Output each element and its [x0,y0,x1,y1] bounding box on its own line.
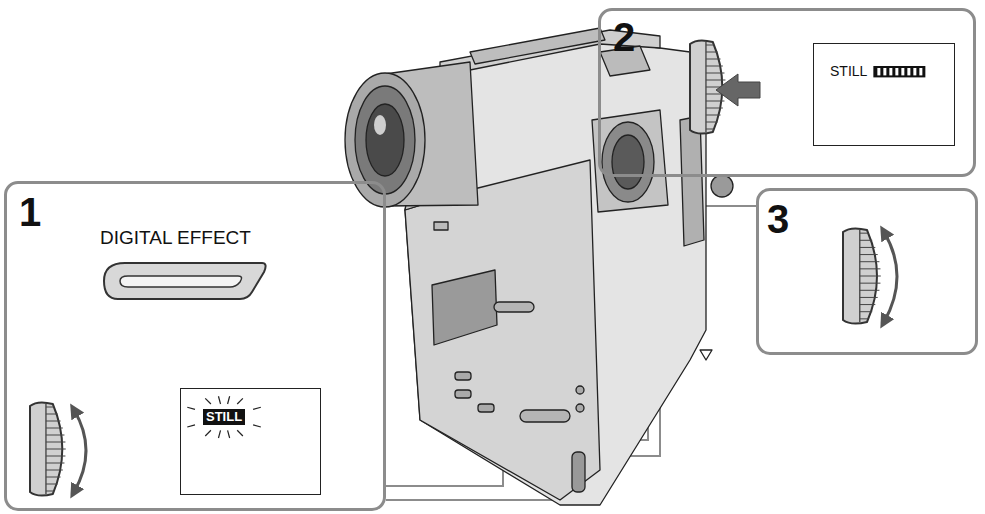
camcorder [345,28,733,505]
control-dial [843,228,881,323]
step-number: 3 [767,197,789,241]
button-label: DIGITAL EFFECT [100,228,251,249]
screen-indicator: STILL [830,64,867,79]
step-number: 2 [613,15,635,59]
step-panel: 3 [756,188,978,355]
step-number: 1 [19,190,41,234]
screen-indicator: STILL [203,409,245,425]
step-panel: 1DIGITAL EFFECT STILL [4,181,386,511]
display-screen: STILL [813,43,955,146]
display-screen: STILL [180,388,321,495]
step-panel: 2STILL [598,8,976,177]
control-dial [30,402,66,495]
progress-bar [873,66,925,77]
press-arrow [716,74,760,106]
rotate-arrows [74,232,897,492]
digital-effect-button [104,263,266,299]
blink-rays [187,396,261,438]
